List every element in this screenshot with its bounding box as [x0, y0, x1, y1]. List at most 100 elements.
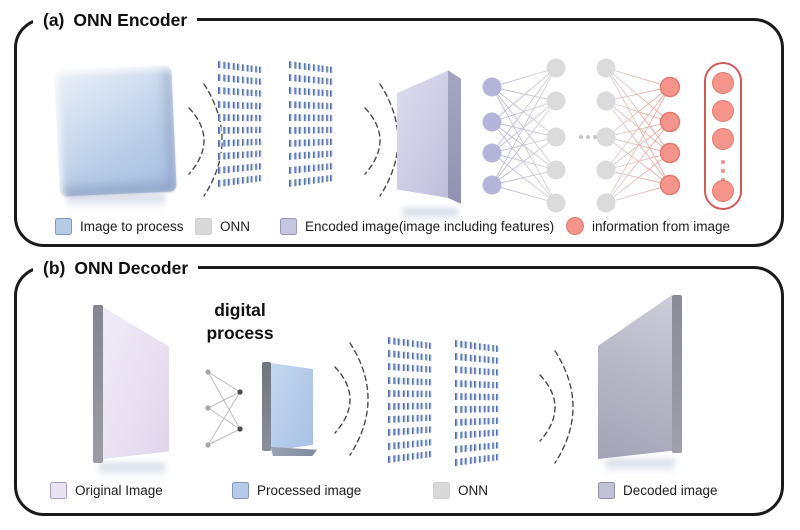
decoded-image-edge [672, 295, 682, 453]
onn-cell [455, 353, 459, 361]
onn-cell [289, 61, 293, 69]
onn-cell [321, 77, 325, 85]
onn-cell [246, 101, 250, 109]
onn-cell [289, 87, 293, 95]
onn-cell [425, 366, 429, 373]
onn-cell [483, 430, 487, 438]
nn-node [205, 369, 211, 375]
onn-cell [232, 101, 236, 109]
onn-cell [237, 63, 241, 71]
onn-cell [298, 88, 303, 96]
onn-cell [259, 114, 263, 122]
onn-cell [388, 363, 392, 371]
onn-cell [259, 90, 263, 98]
panel-a-title: (a)ONN Encoder [33, 7, 198, 34]
legend-label: Decoded image [623, 482, 718, 498]
onn-cell [218, 153, 222, 161]
onn-cell [416, 365, 420, 373]
onn-cell [246, 126, 250, 134]
onn-cell [218, 126, 222, 134]
onn-cell [326, 102, 330, 109]
onn-cell [487, 405, 491, 413]
onn-cell [464, 405, 469, 413]
onn-cell [289, 100, 293, 108]
encoded-image-edge [448, 70, 461, 204]
onn-cell [227, 139, 232, 147]
onn-cell [303, 126, 307, 134]
nn-node [546, 127, 566, 147]
nn-edge [491, 136, 557, 154]
nn-edge [605, 152, 671, 204]
original-image-edge [93, 305, 103, 463]
processed-image-swatch-icon [232, 481, 249, 499]
onn-cell [308, 88, 312, 96]
onn-cell [388, 350, 392, 358]
onn-cell [478, 355, 483, 363]
nn-edge [605, 86, 671, 138]
onn-cell [241, 89, 246, 97]
onn-cell [289, 153, 293, 161]
onn-cell [474, 443, 478, 451]
nn-edge [491, 67, 557, 123]
onn-cell [317, 89, 321, 97]
onn-cell [259, 138, 263, 146]
onn-cell [483, 405, 487, 413]
digital-process-label: digital process [206, 300, 274, 343]
onn-cell [312, 101, 317, 109]
onn-cell [326, 162, 330, 170]
wave-arc-outer [349, 342, 369, 456]
onn-cell [411, 340, 416, 348]
onn-cell [397, 389, 402, 397]
onn-grid-layer [455, 340, 500, 466]
onn-cell [289, 113, 293, 121]
slab-reflection [67, 194, 165, 209]
onn-cell [259, 126, 263, 134]
onn-cell [218, 87, 222, 95]
onn-cell [407, 364, 411, 372]
nn-node [482, 77, 502, 97]
onn-cell [222, 165, 227, 173]
onn-cell [388, 389, 392, 397]
information-node [712, 180, 734, 202]
onn-cell [483, 343, 487, 351]
onn-cell [321, 138, 325, 146]
onn-cell [496, 417, 500, 425]
onn-cell [259, 78, 263, 86]
nn-node [205, 442, 211, 448]
onn-cell [392, 337, 397, 346]
onn-cell [455, 419, 459, 427]
nn-node [596, 91, 616, 111]
onn-cell [478, 380, 483, 388]
onn-cell [492, 381, 496, 388]
onn-cell [293, 113, 298, 121]
original-image-slab [93, 305, 171, 478]
nn-edge [605, 121, 671, 171]
onn-swatch-icon [433, 481, 450, 499]
onn-cell [429, 366, 433, 374]
onn-cell [397, 402, 402, 410]
onn-cell [407, 427, 411, 435]
nn-edge [605, 121, 671, 138]
onn-cell [478, 368, 483, 376]
onn-cell [330, 138, 334, 146]
onn-cell [455, 432, 459, 440]
slab-reflection [99, 463, 165, 478]
onn-cell [232, 75, 236, 83]
onn-cell [255, 162, 259, 170]
onn-cell [407, 339, 411, 347]
onn-cell [218, 166, 222, 174]
onn-cell [425, 390, 429, 398]
onn-cell [420, 341, 424, 349]
onn-cell [411, 352, 416, 360]
onn-cell [289, 126, 293, 134]
onn-cell [222, 126, 227, 134]
onn-cell [326, 174, 330, 182]
legend-item-onn: ONN [433, 480, 488, 500]
onn-cell [469, 405, 473, 413]
onn-cell [241, 151, 246, 159]
onn-cell [227, 101, 232, 109]
encoded-image-swatch-icon [280, 217, 297, 235]
onn-cell [459, 405, 464, 413]
onn-cell [455, 458, 459, 466]
onn-cell [289, 140, 293, 148]
